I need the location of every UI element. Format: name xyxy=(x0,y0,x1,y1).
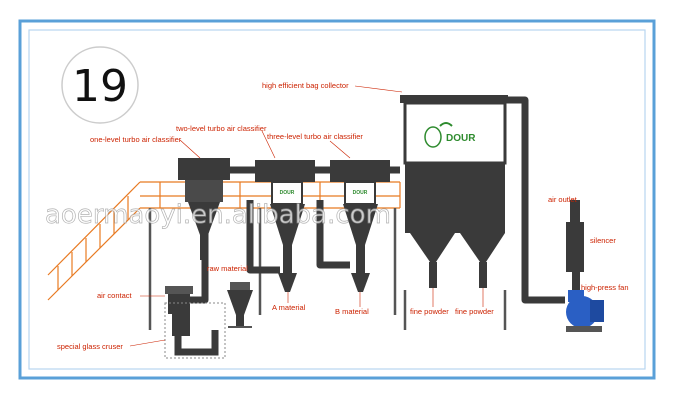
label-one-level: one-level turbo air classifier xyxy=(90,135,182,144)
silencer xyxy=(566,200,584,290)
label-silencer: silencer xyxy=(590,236,616,245)
step-number: 19 xyxy=(72,61,128,112)
label-raw-material: raw material xyxy=(207,264,248,273)
label-a-material: A material xyxy=(272,303,306,312)
label-fine-powder-1: fine powder xyxy=(410,307,449,316)
label-fine-powder-2: fine powder xyxy=(455,307,494,316)
label-bag-collector: high efficient bag collector xyxy=(262,81,349,90)
svg-text:DOUR: DOUR xyxy=(280,190,295,196)
classifier-one-level xyxy=(178,158,230,260)
brand-logo: DOUR xyxy=(424,122,476,148)
label-three-level: three-level turbo air classifier xyxy=(267,132,363,141)
svg-text:DOUR: DOUR xyxy=(353,190,368,196)
step-badge: 19 xyxy=(61,46,139,124)
support-legs xyxy=(148,208,397,330)
label-air-outlet: air outlet xyxy=(548,195,578,204)
bag-collector xyxy=(400,95,508,330)
label-glass-crusher: special glass cruser xyxy=(57,342,123,351)
labels: high efficient bag collector two-level t… xyxy=(57,81,629,351)
label-high-press-fan: high-press fan xyxy=(581,283,629,292)
label-b-material: B material xyxy=(335,307,369,316)
classifier-logo-3: DOUR xyxy=(349,184,371,200)
label-air-contact: air contact xyxy=(97,291,133,300)
label-two-level: two-level turbo air classifier xyxy=(176,124,267,133)
watermark: aoermaoyi.en.alibaba.com xyxy=(45,200,391,230)
glass-crusher xyxy=(164,286,226,359)
brand-logo-text: DOUR xyxy=(446,133,476,144)
raw-material-hopper xyxy=(227,282,253,328)
step-circle xyxy=(61,46,139,124)
classifier-logo-2: DOUR xyxy=(276,184,298,200)
high-press-fan xyxy=(566,290,604,332)
